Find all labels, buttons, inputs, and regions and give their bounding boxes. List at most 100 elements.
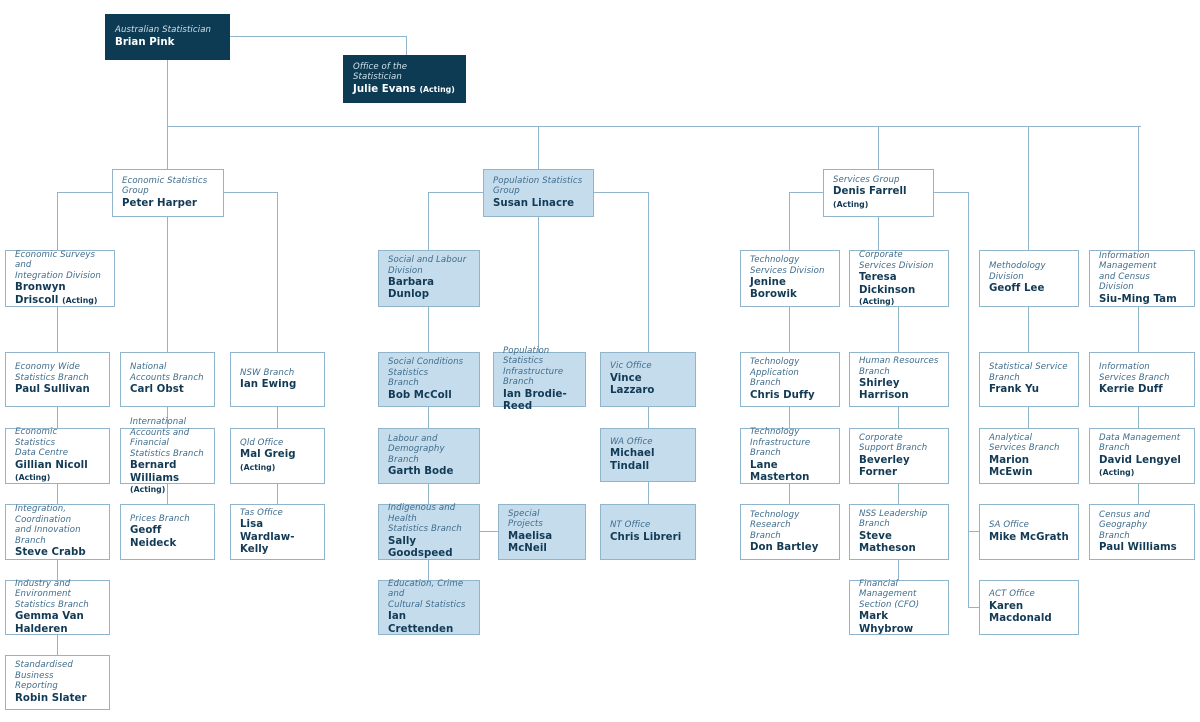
node-role: Census and Geography Branch	[1099, 509, 1150, 541]
node-services-group[interactable]: Services Group Denis Farrell (Acting)	[823, 169, 934, 217]
node-role: Integration, Coordination and Innovation…	[15, 504, 81, 546]
connector-statistician-to-office	[230, 36, 407, 37]
node-person: Julie Evans (Acting)	[353, 83, 455, 95]
node-national-accounts-branch[interactable]: National Accounts Branch Carl Obst	[120, 352, 215, 407]
node-technology-application-branch[interactable]: Technology Application Branch Chris Duff…	[740, 352, 840, 407]
node-person: Brian Pink	[115, 36, 175, 48]
node-act-office[interactable]: ACT Office Karen Macdonald	[979, 580, 1079, 635]
node-person: Ian Crettenden	[388, 611, 454, 635]
node-person: Mark Whybrow	[859, 611, 914, 635]
node-economic-statistics-data-centre[interactable]: Economic Statistics Data Centre Gillian …	[5, 427, 110, 484]
node-social-and-labour-division[interactable]: Social and Labour Division Barbara Dunlo…	[378, 250, 480, 307]
node-census-and-geography-branch[interactable]: Census and Geography Branch Paul William…	[1089, 504, 1195, 560]
node-role: NSW Branch	[240, 367, 295, 378]
connector-esg-bus-right	[277, 192, 278, 352]
node-economy-wide-statistics-branch[interactable]: Economy Wide Statistics Branch Paul Sull…	[5, 352, 110, 407]
connector-statistician-down	[167, 60, 168, 126]
node-population-statistics-group[interactable]: Population Statistics Group Susan Linacr…	[483, 169, 594, 217]
acting-label: (Acting)	[859, 297, 895, 307]
node-role: Technology Application Branch	[750, 357, 800, 389]
node-person: Ian Brodie-Reed	[503, 388, 567, 412]
node-person: Paul Williams	[1099, 542, 1177, 553]
node-information-services-branch[interactable]: Information Services Branch Kerrie Duff	[1089, 352, 1195, 407]
connector-scsb-to-ldb	[428, 407, 429, 428]
node-education-crime-cultural-statistics[interactable]: Education, Crime and Cultural Statistics…	[378, 578, 480, 635]
node-role: NT Office	[610, 520, 651, 531]
node-indigenous-and-health-statistics-branch[interactable]: Indigenous and Health Statistics Branch …	[378, 503, 480, 560]
node-analytical-services-branch[interactable]: Analytical Services Branch Marion McEwin	[979, 428, 1079, 484]
connector-bus-to-esg	[167, 126, 168, 169]
node-role: Education, Crime and Cultural Statistics	[388, 578, 466, 610]
node-sa-office[interactable]: SA Office Mike McGrath	[979, 504, 1079, 560]
node-technology-services-division[interactable]: Technology Services Division Jenine Boro…	[740, 250, 840, 307]
node-prices-branch[interactable]: Prices Branch Geoff Neideck	[120, 504, 215, 560]
node-qld-office[interactable]: Qld Office Mal Greig (Acting)	[230, 428, 325, 484]
node-person: Paul Sullivan	[15, 384, 90, 396]
node-role: Labour and Demography Branch	[388, 433, 445, 465]
node-role: Australian Statistician	[115, 25, 212, 36]
node-vic-office[interactable]: Vic Office Vince Lazzaro	[600, 352, 696, 407]
node-labour-and-demography-branch[interactable]: Labour and Demography Branch Garth Bode	[378, 428, 480, 484]
node-person: Gillian Nicoll (Acting)	[15, 459, 88, 483]
node-integration-coordination-innovation-branch[interactable]: Integration, Coordination and Innovation…	[5, 504, 110, 560]
node-human-resources-branch[interactable]: Human Resources Branch Shirley Harrison	[849, 352, 949, 407]
node-australian-statistician[interactable]: Australian Statistician Brian Pink	[105, 14, 230, 60]
node-financial-management-section[interactable]: Financial Management Section (CFO) Mark …	[849, 579, 949, 635]
node-role: Population Statistics Infrastructure Bra…	[503, 345, 564, 388]
node-person: Sally Goodspeed	[388, 535, 453, 560]
node-nsw-branch[interactable]: NSW Branch Ian Ewing	[230, 352, 325, 407]
acting-label: (Acting)	[62, 295, 98, 305]
node-person: Carl Obst	[130, 384, 184, 396]
node-person: Don Bartley	[750, 542, 819, 553]
connector-bus-to-psg	[538, 126, 539, 169]
node-social-conditions-statistics-branch[interactable]: Social Conditions Statistics Branch Bob …	[378, 352, 480, 407]
node-role: ACT Office	[989, 589, 1035, 600]
node-economic-surveys-integration-division[interactable]: Economic Surveys and Integration Divisio…	[5, 250, 115, 307]
node-technology-research-branch[interactable]: Technology Research Branch Don Bartley	[740, 504, 840, 560]
connector-sg-down	[878, 207, 879, 250]
node-information-management-census-division[interactable]: Information Management and Census Divisi…	[1089, 250, 1195, 307]
node-person: Gemma Van Halderen	[15, 611, 84, 635]
node-corporate-support-branch[interactable]: Corporate Support Branch Beverley Forner	[849, 428, 949, 484]
node-role: Vic Office	[610, 361, 652, 372]
node-nt-office[interactable]: NT Office Chris Libreri	[600, 504, 696, 560]
node-population-statistics-infrastructure-branch[interactable]: Population Statistics Infrastructure Bra…	[493, 346, 586, 412]
node-wa-office[interactable]: WA Office Michael Tindall	[600, 428, 696, 482]
node-person: Peter Harper	[122, 197, 197, 209]
node-person: Steve Matheson	[859, 530, 916, 554]
acting-label: (Acting)	[15, 473, 51, 483]
node-nss-leadership-branch[interactable]: NSS Leadership Branch Steve Matheson	[849, 504, 949, 560]
node-person: Frank Yu	[989, 384, 1040, 396]
node-data-management-branch[interactable]: Data Management Branch David Lengyel (Ac…	[1089, 428, 1195, 484]
node-special-projects[interactable]: Special Projects Maelisa McNeil	[498, 504, 586, 560]
connector-psg-bus-right	[648, 192, 649, 352]
node-technology-infrastructure-branch[interactable]: Technology Infrastructure Branch Lane Ma…	[740, 427, 840, 484]
connector-bus-to-act	[968, 607, 979, 608]
node-role: Technology Infrastructure Branch	[750, 427, 811, 459]
node-role: Technology Services Division	[750, 255, 825, 276]
connector-dmb-to-cgb	[1138, 484, 1139, 504]
node-statistical-service-branch[interactable]: Statistical Service Branch Frank Yu	[979, 352, 1079, 407]
node-person: Geoff Neideck	[130, 525, 177, 549]
connector-psg-down	[538, 207, 539, 352]
node-corporate-services-division[interactable]: Corporate Services Division Teresa Dicki…	[849, 250, 949, 307]
connector-sa-act-bus	[968, 520, 969, 607]
node-role: Corporate Support Branch	[859, 432, 928, 454]
node-industry-and-environment-statistics-branch[interactable]: Industry and Environment Statistics Bran…	[5, 579, 110, 635]
connector-icib-to-iesb	[57, 560, 58, 580]
node-role: Prices Branch	[130, 513, 190, 524]
acting-label: (Acting)	[419, 84, 455, 94]
connector-sld-to-scsb	[428, 307, 429, 352]
node-office-of-the-statistician[interactable]: Office of the Statistician Julie Evans (…	[343, 55, 466, 103]
node-methodology-division[interactable]: Methodology Division Geoff Lee	[979, 250, 1079, 307]
node-person: Mike McGrath	[989, 531, 1069, 543]
node-international-accounts-financial-statistics-branch[interactable]: International Accounts and Financial Sta…	[120, 417, 215, 494]
node-person: Jenine Borowik	[750, 277, 797, 301]
node-tas-office[interactable]: Tas Office Lisa Wardlaw-Kelly	[230, 504, 325, 560]
node-role: Corporate Services Division	[859, 250, 934, 271]
node-economic-statistics-group[interactable]: Economic Statistics Group Peter Harper	[112, 169, 224, 217]
node-role: Population Statistics Group	[493, 175, 583, 197]
node-role: Analytical Services Branch	[989, 432, 1060, 454]
node-standardised-business-reporting[interactable]: Standardised Business Reporting Robin Sl…	[5, 655, 110, 710]
connector-ews-to-esdc	[57, 407, 58, 428]
